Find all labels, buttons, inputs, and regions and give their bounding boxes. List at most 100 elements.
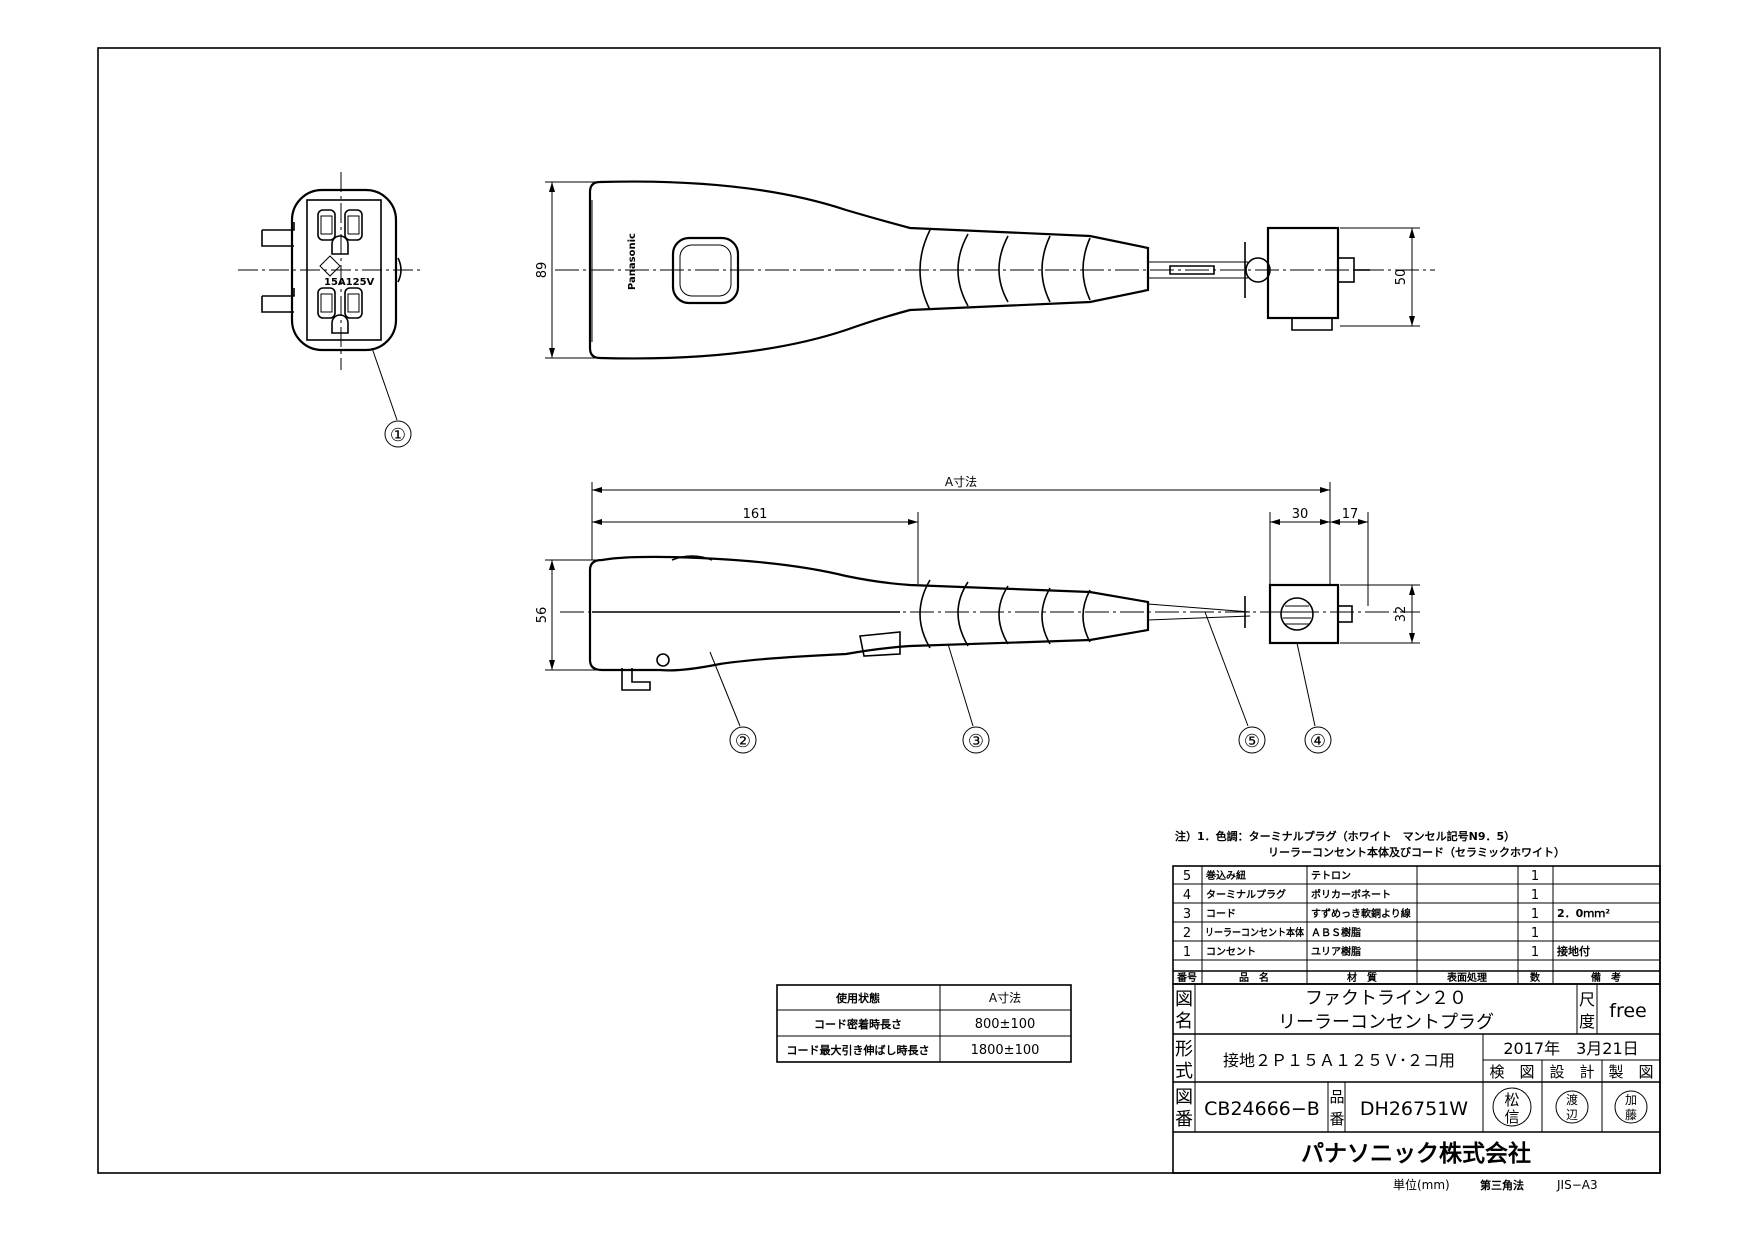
drawing-border [97,47,1661,1174]
dim-161-label: 161 [743,507,768,522]
usage-row-1-dim: 800±100 [975,1017,1036,1032]
part-5-name: 巻込み紐 [1205,869,1246,882]
callout-2: ② [729,726,757,754]
title-block: 図 名 ファクトライン２０ リーラーコンセントプラグ 尺 度 free 形 式 … [1172,983,1661,1174]
callout-1: ① [384,420,412,448]
part-2-material: ＡＢＳ樹脂 [1311,926,1361,939]
title-katashiki-value: 接地２Ｐ１５Ａ１２５Ｖ･２コ用 [1223,1051,1455,1070]
parts-header-remark: 備 考 [1591,971,1621,984]
svg-text:加: 加 [1625,1093,1637,1107]
callout-4: ④ [1304,726,1332,754]
svg-text:松: 松 [1504,1091,1519,1109]
dim-body-length: 161 [592,507,919,584]
title-zuban-value: CB24666−B [1204,1098,1320,1120]
part-4-qty: 1 [1531,888,1539,903]
title-name-line-2: リーラーコンセントプラグ [1278,1012,1494,1033]
part-5-no: 5 [1183,869,1191,884]
callout-3: ③ [962,726,990,754]
dim-32-label: 32 [1394,606,1409,623]
parts-header-qty: 数 [1530,971,1541,984]
title-scale-value: free [1609,1000,1646,1022]
brand-logo-text: Panasonic [627,233,638,290]
title-zuban-label-1: 図 [1175,1087,1193,1108]
title-role-kenzu: 検 図 [1489,1063,1534,1081]
footer-unit: 単位(mm) [1393,1177,1450,1192]
part-3-qty: 1 [1531,907,1539,922]
svg-text:辺: 辺 [1566,1108,1578,1122]
title-katashiki-label-1: 形 [1175,1039,1193,1060]
title-zumei-label-1: 図 [1175,989,1193,1010]
callout-1-label: ① [390,425,406,446]
part-3-no: 3 [1183,907,1191,922]
dim-total-length: A寸法 [591,475,1331,585]
title-role-sekkei: 設 計 [1549,1063,1594,1081]
note-line-2: リーラーコンセント本体及びコード（セラミックホワイト） [1268,845,1565,859]
dim-50-label: 50 [1394,269,1409,286]
parts-header-finish: 表面処理 [1446,971,1487,984]
callout-5-label: ⑤ [1244,731,1260,752]
part-1-qty: 1 [1531,945,1539,960]
title-role-seizu: 製 図 [1608,1063,1653,1081]
part-4-name: ターミナルプラグ [1206,888,1286,901]
part-4-no: 4 [1183,888,1191,903]
part-5-material: テトロン [1311,870,1351,882]
dim-56-label: 56 [535,607,550,624]
part-4-material: ポリカーボネート [1311,888,1391,901]
company-name: パナソニック株式会社 [1301,1140,1531,1167]
part-1-material: ユリア樹脂 [1311,945,1361,958]
callout-4-label: ④ [1310,731,1326,752]
top-view-button [671,236,740,305]
title-hinban-value: DH26751W [1360,1098,1468,1120]
usage-row-2-state: コード最大引き伸ばし時長さ [787,1043,930,1057]
side-view [560,555,1420,691]
dim-top-height: 89 [535,181,598,359]
dim-plug-height: 32 [1340,584,1420,644]
usage-header-state: 使用状態 [835,991,880,1005]
title-zuban-label-2: 番 [1175,1109,1193,1130]
dim-top-width: 50 [1340,227,1420,327]
part-1-remark: 接地付 [1557,944,1590,958]
part-1-no: 1 [1183,945,1191,960]
title-hinban-label-2: 番 [1329,1110,1344,1128]
usage-table: 使用状態 A寸法 コード密着時長さ 800±100 コード最大引き伸ばし時長さ … [776,984,1072,1063]
stamp-seizu: 加 藤 [1614,1090,1648,1124]
dim-a-label: A寸法 [945,475,977,489]
title-scale-label-2: 度 [1579,1012,1595,1031]
title-katashiki-label-2: 式 [1175,1061,1193,1082]
part-3-material: すずめっき軟銅より線 [1311,907,1411,920]
part-1-name: コンセント [1206,946,1256,958]
dim-17-label: 17 [1342,507,1359,522]
part-3-name: コード [1206,908,1236,920]
stamp-sekkei: 渡 辺 [1555,1090,1589,1124]
parts-header-no: 番号 [1176,971,1197,984]
top-view: Panasonic [555,180,1435,360]
svg-text:信: 信 [1504,1108,1519,1126]
dim-89-label: 89 [535,262,550,279]
dim-plug-width: 30 17 [1269,507,1369,606]
footer-paper: JIS−A3 [1556,1178,1598,1192]
svg-text:藤: 藤 [1625,1108,1637,1122]
stamp-kenzu: 松 信 [1492,1087,1532,1127]
title-scale-label-1: 尺 [1579,990,1595,1009]
part-2-no: 2 [1183,926,1191,941]
dim-30-label: 30 [1292,507,1309,522]
part-2-qty: 1 [1531,926,1539,941]
callout-2-label: ② [735,731,751,752]
title-name-line-1: ファクトライン２０ [1305,988,1467,1009]
parts-header-material: 材 質 [1347,971,1377,984]
usage-row-2-dim: 1800±100 [971,1043,1040,1058]
svg-text:渡: 渡 [1566,1092,1578,1107]
callout-5: ⑤ [1238,726,1266,754]
callout-3-label: ③ [968,731,984,752]
parts-header-name: 品 名 [1239,971,1269,984]
title-date: 2017年 3月21日 [1503,1039,1638,1058]
part-2-name: リーラーコンセント本体 [1205,926,1305,939]
dim-side-height: 56 [535,559,600,671]
socket-rating-label: 15A125V [324,277,375,288]
part-3-remark: 2．0ｍｍ² [1557,907,1610,920]
usage-header-dim: A寸法 [989,991,1021,1005]
usage-row-1-state: コード密着時長さ [814,1017,902,1031]
note-line-1: 注）1．色調：ターミナルプラグ（ホワイト マンセル記号N9．5） [1175,829,1515,843]
title-zumei-label-2: 名 [1175,1011,1193,1032]
